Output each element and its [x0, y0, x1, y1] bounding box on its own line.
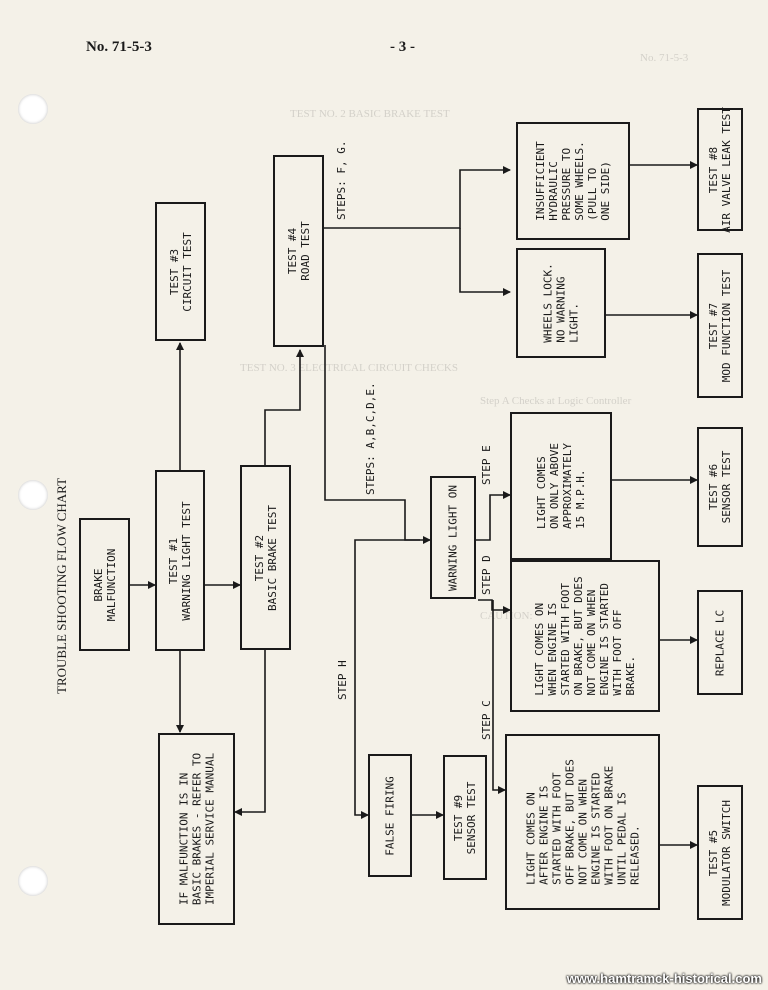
punch-hole: [18, 480, 48, 510]
box-light-above-15mph: LIGHT COMES ON ONLY ABOVE APPROXIMATELY …: [510, 412, 612, 560]
box-test1-text: TEST #1 WARNING LIGHT TEST: [167, 500, 193, 621]
box-test3-circuit: TEST #3 CIRCUIT TEST: [155, 202, 206, 341]
box-false-firing: FALSE FIRING: [368, 754, 412, 877]
box-test4-text: TEST #4 ROAD TEST: [285, 221, 312, 281]
box-wheels-lock: WHEELS LOCK. NO WARNING LIGHT.: [516, 248, 606, 358]
box-brake-malfunction: BRAKE MALFUNCTION: [79, 518, 130, 651]
box-test9-text: TEST #9 SENSOR TEST: [452, 781, 478, 854]
box-light-foot-off-brake: LIGHT COMES ON AFTER ENGINE IS STARTED W…: [505, 734, 660, 910]
box-wheels-lock-text: WHEELS LOCK. NO WARNING LIGHT.: [541, 263, 581, 343]
box-test9-sensor: TEST #9 SENSOR TEST: [443, 755, 487, 880]
label-step-c: STEP C: [480, 700, 493, 740]
box-false-firing-text: FALSE FIRING: [383, 775, 397, 856]
box-light-foot-on-text: LIGHT COMES ON WHEN ENGINE IS STARTED WI…: [533, 576, 637, 696]
document-number: No. 71-5-3: [86, 39, 152, 55]
label-step-e: STEP E: [480, 445, 493, 485]
label-steps-abcde: STEPS: A,B,C,D,E.: [364, 382, 377, 495]
box-replace-lc: REPLACE LC: [697, 590, 743, 695]
box-insufficient-text: INSUFFICIENT HYDRAULIC PRESSURE TO SOME …: [534, 141, 612, 221]
box-test4-road: TEST #4 ROAD TEST: [273, 155, 324, 347]
box-warning-light-on: WARNING LIGHT ON: [430, 476, 476, 599]
page-number: - 3 -: [390, 39, 415, 55]
box-test5-text: TEST #5 MODULATOR SWITCH: [707, 799, 733, 906]
label-step-h: STEP H: [336, 660, 349, 700]
box-test7-mod-function: TEST #7 MOD FUNCTION TEST: [697, 253, 743, 398]
box-test5-modulator: TEST #5 MODULATOR SWITCH: [697, 785, 743, 920]
chart-title: TROUBLE SHOOTING FLOW CHART: [54, 477, 69, 694]
label-step-d: STEP D: [480, 555, 493, 595]
box-basic-brakes-refer: IF MALFUNCTION IS IN BASIC BRAKES - REFE…: [158, 733, 235, 925]
box-test3-text: TEST #3 CIRCUIT TEST: [167, 231, 194, 312]
box-test2-text: TEST #2 BASIC BRAKE TEST: [252, 504, 279, 611]
box-test8-air-valve: TEST #8 AIR VALVE LEAK TEST: [697, 106, 743, 233]
box-basic-brakes-text: IF MALFUNCTION IS IN BASIC BRAKES - REFE…: [177, 752, 216, 906]
box-test7-text: TEST #7 MOD FUNCTION TEST: [707, 269, 733, 382]
box-brake-malfunction-text: BRAKE MALFUNCTION: [91, 548, 118, 621]
box-warning-light-on-text: WARNING LIGHT ON: [446, 484, 460, 591]
box-light-foot-off-text: LIGHT COMES ON AFTER ENGINE IS STARTED W…: [524, 759, 641, 885]
box-test8-text: TEST #8 AIR VALVE LEAK TEST: [707, 106, 733, 233]
watermark: www.hamtramck-historical.com: [566, 971, 762, 986]
box-test2-basic-brake: TEST #2 BASIC BRAKE TEST: [240, 465, 291, 650]
punch-hole: [18, 94, 48, 124]
bleed-through-doc-number: No. 71-5-3: [640, 52, 689, 64]
box-test6-text: TEST #6 SENSOR TEST: [707, 450, 733, 524]
box-test6-sensor: TEST #6 SENSOR TEST: [697, 427, 743, 547]
bleed-through-test-title: TEST NO. 2 BASIC BRAKE TEST: [290, 108, 450, 120]
box-insufficient-pressure: INSUFFICIENT HYDRAULIC PRESSURE TO SOME …: [516, 122, 630, 240]
bleed-through-subsection: Step A Checks at Logic Controller: [480, 395, 632, 407]
box-test1-warning-light: TEST #1 WARNING LIGHT TEST: [155, 470, 205, 651]
label-steps-fg: STEPS: F, G.: [335, 140, 348, 220]
punch-hole: [18, 866, 48, 896]
box-replace-lc-text: REPLACE LC: [713, 609, 727, 676]
box-light-foot-on-brake: LIGHT COMES ON WHEN ENGINE IS STARTED WI…: [510, 560, 660, 712]
box-light-15mph-text: LIGHT COMES ON ONLY ABOVE APPROXIMATELY …: [535, 442, 587, 530]
bleed-through-section-title: TEST NO. 3 ELECTRICAL CIRCUIT CHECKS: [240, 362, 458, 374]
